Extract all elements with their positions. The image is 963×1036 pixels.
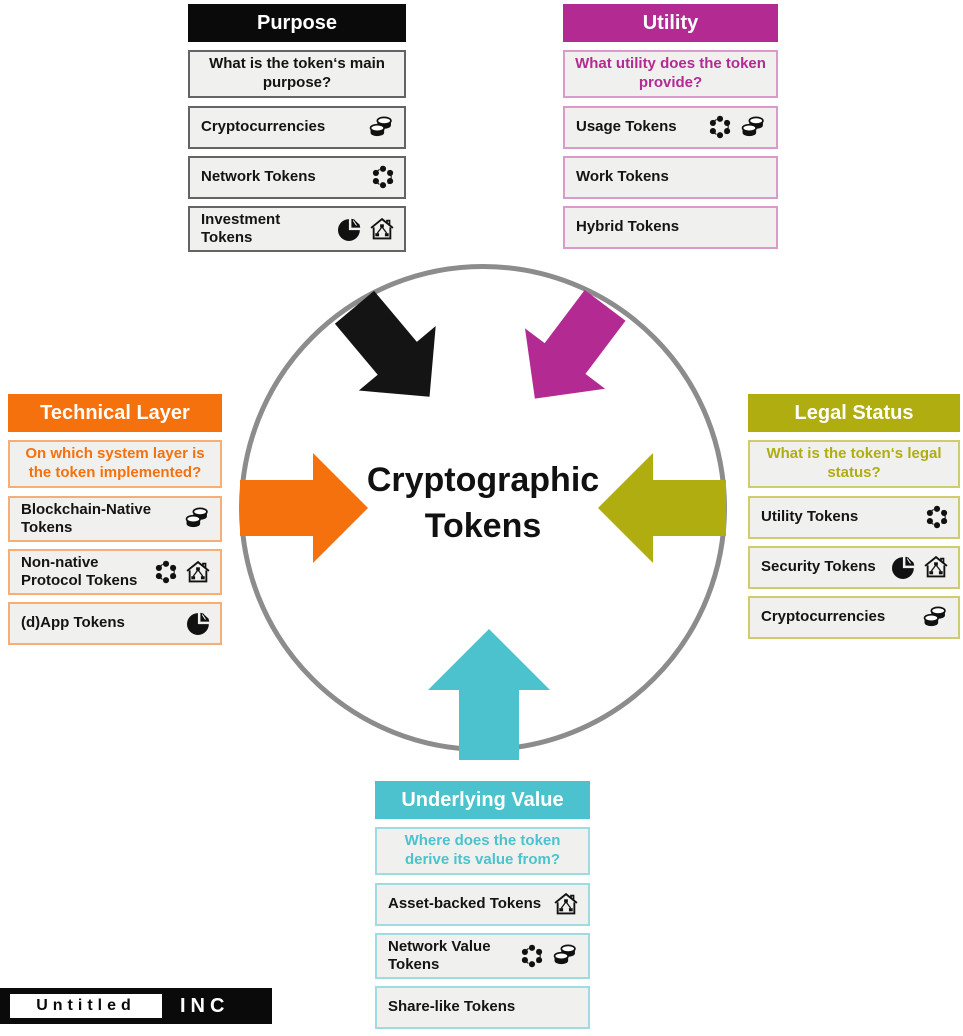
legal-item-cryptocurrencies: Cryptocurrencies (748, 595, 960, 639)
section-purpose: Purpose What is the token‘s main purpose… (188, 4, 406, 259)
purpose-item-cryptocurrencies: Cryptocurrencies (188, 105, 406, 149)
item-icons (520, 944, 579, 968)
item-icons (338, 217, 395, 241)
center-title: Cryptographic Tokens (323, 458, 643, 550)
purpose-item-investment-tokens: Investment Tokens (188, 205, 406, 252)
center-title-line1: Cryptographic (366, 461, 600, 499)
section-utility: Utility What utility does the token prov… (563, 4, 778, 256)
item-icons (892, 555, 949, 579)
network-nodes-icon (708, 115, 732, 139)
asset-house-icon (553, 892, 579, 916)
network-nodes-icon (154, 560, 178, 584)
item-label: Investment Tokens (201, 210, 281, 246)
section-utility-header: Utility (563, 4, 778, 42)
logo-wordmark: Untitled (10, 994, 162, 1018)
section-legal-status: Legal Status What is the token‘s legal s… (748, 394, 960, 646)
item-label: Usage Tokens (576, 118, 677, 135)
item-label: Cryptocurrencies (201, 118, 326, 135)
untitled-inc-logo: Untitled INC (0, 988, 272, 1024)
technical-item-blockchain-native-tokens: Blockchain-Native Tokens (8, 495, 222, 542)
legal-item-security-tokens: Security Tokens (748, 545, 960, 589)
section-purpose-question: What is the token‘s main purpose? (188, 50, 406, 98)
item-label: Cryptocurrencies (761, 608, 886, 625)
legal-status-arrow-icon (598, 451, 726, 565)
technical-item-dapp-tokens: (d)App Tokens (8, 601, 222, 645)
network-nodes-icon (520, 944, 544, 968)
technical-item-non-native-protocol-tokens: Non-native Protocol Tokens (8, 548, 222, 595)
item-label: Share-like Tokens (388, 998, 516, 1015)
network-nodes-icon (371, 165, 395, 189)
coins-icon (739, 116, 767, 139)
pie-chart-icon (187, 611, 211, 635)
underlying-value-arrow-icon (428, 629, 550, 760)
item-icons (925, 505, 949, 529)
item-label: Network Tokens (201, 168, 316, 185)
item-label: Security Tokens (761, 558, 876, 575)
value-item-asset-backed-tokens: Asset-backed Tokens (375, 882, 590, 926)
coins-icon (367, 116, 395, 139)
item-label: Non-native Protocol Tokens (21, 553, 138, 589)
item-label: Work Tokens (576, 168, 669, 185)
item-icons (367, 116, 395, 139)
logo-suffix: INC (180, 994, 230, 1017)
section-underlying-value-question: Where does the token derive its value fr… (375, 827, 590, 875)
purpose-arrow-icon (314, 273, 471, 432)
utility-item-hybrid-tokens: Hybrid Tokens (563, 205, 778, 249)
item-label: (d)App Tokens (21, 614, 125, 631)
item-label: Hybrid Tokens (576, 218, 680, 235)
item-icons (187, 611, 211, 635)
item-icons (183, 507, 211, 530)
utility-item-usage-tokens: Usage Tokens (563, 105, 778, 149)
technical-layer-arrow-icon (240, 451, 368, 565)
section-underlying-value: Underlying Value Where does the token de… (375, 781, 590, 1036)
item-label: Network Value Tokens (388, 937, 491, 973)
pie-chart-icon (338, 217, 362, 241)
asset-house-icon (369, 217, 395, 241)
asset-house-icon (185, 560, 211, 584)
utility-item-work-tokens: Work Tokens (563, 155, 778, 199)
value-item-network-value-tokens: Network Value Tokens (375, 932, 590, 979)
item-icons (708, 115, 767, 139)
section-technical-layer-question: On which system layer is the token imple… (8, 440, 222, 488)
coins-icon (551, 944, 579, 967)
item-icons (553, 892, 579, 916)
network-nodes-icon (925, 505, 949, 529)
item-icons (371, 165, 395, 189)
utility-arrow-icon (492, 273, 647, 431)
section-utility-question: What utility does the token provide? (563, 50, 778, 98)
section-legal-status-header: Legal Status (748, 394, 960, 432)
section-technical-layer-header: Technical Layer (8, 394, 222, 432)
section-legal-status-question: What is the token‘s legal status? (748, 440, 960, 488)
section-underlying-value-header: Underlying Value (375, 781, 590, 819)
item-label: Asset-backed Tokens (388, 895, 542, 912)
item-label: Blockchain-Native Tokens (21, 500, 152, 536)
purpose-item-network-tokens: Network Tokens (188, 155, 406, 199)
coins-icon (183, 507, 211, 530)
section-technical-layer: Technical Layer On which system layer is… (8, 394, 222, 652)
item-icons (154, 560, 211, 584)
item-icons (921, 606, 949, 629)
value-item-share-like-tokens: Share-like Tokens (375, 985, 590, 1029)
pie-chart-icon (892, 555, 916, 579)
item-label: Utility Tokens (761, 508, 859, 525)
section-purpose-header: Purpose (188, 4, 406, 42)
center-title-line2: Tokens (424, 506, 542, 545)
legal-item-utility-tokens: Utility Tokens (748, 495, 960, 539)
coins-icon (921, 606, 949, 629)
asset-house-icon (923, 555, 949, 579)
